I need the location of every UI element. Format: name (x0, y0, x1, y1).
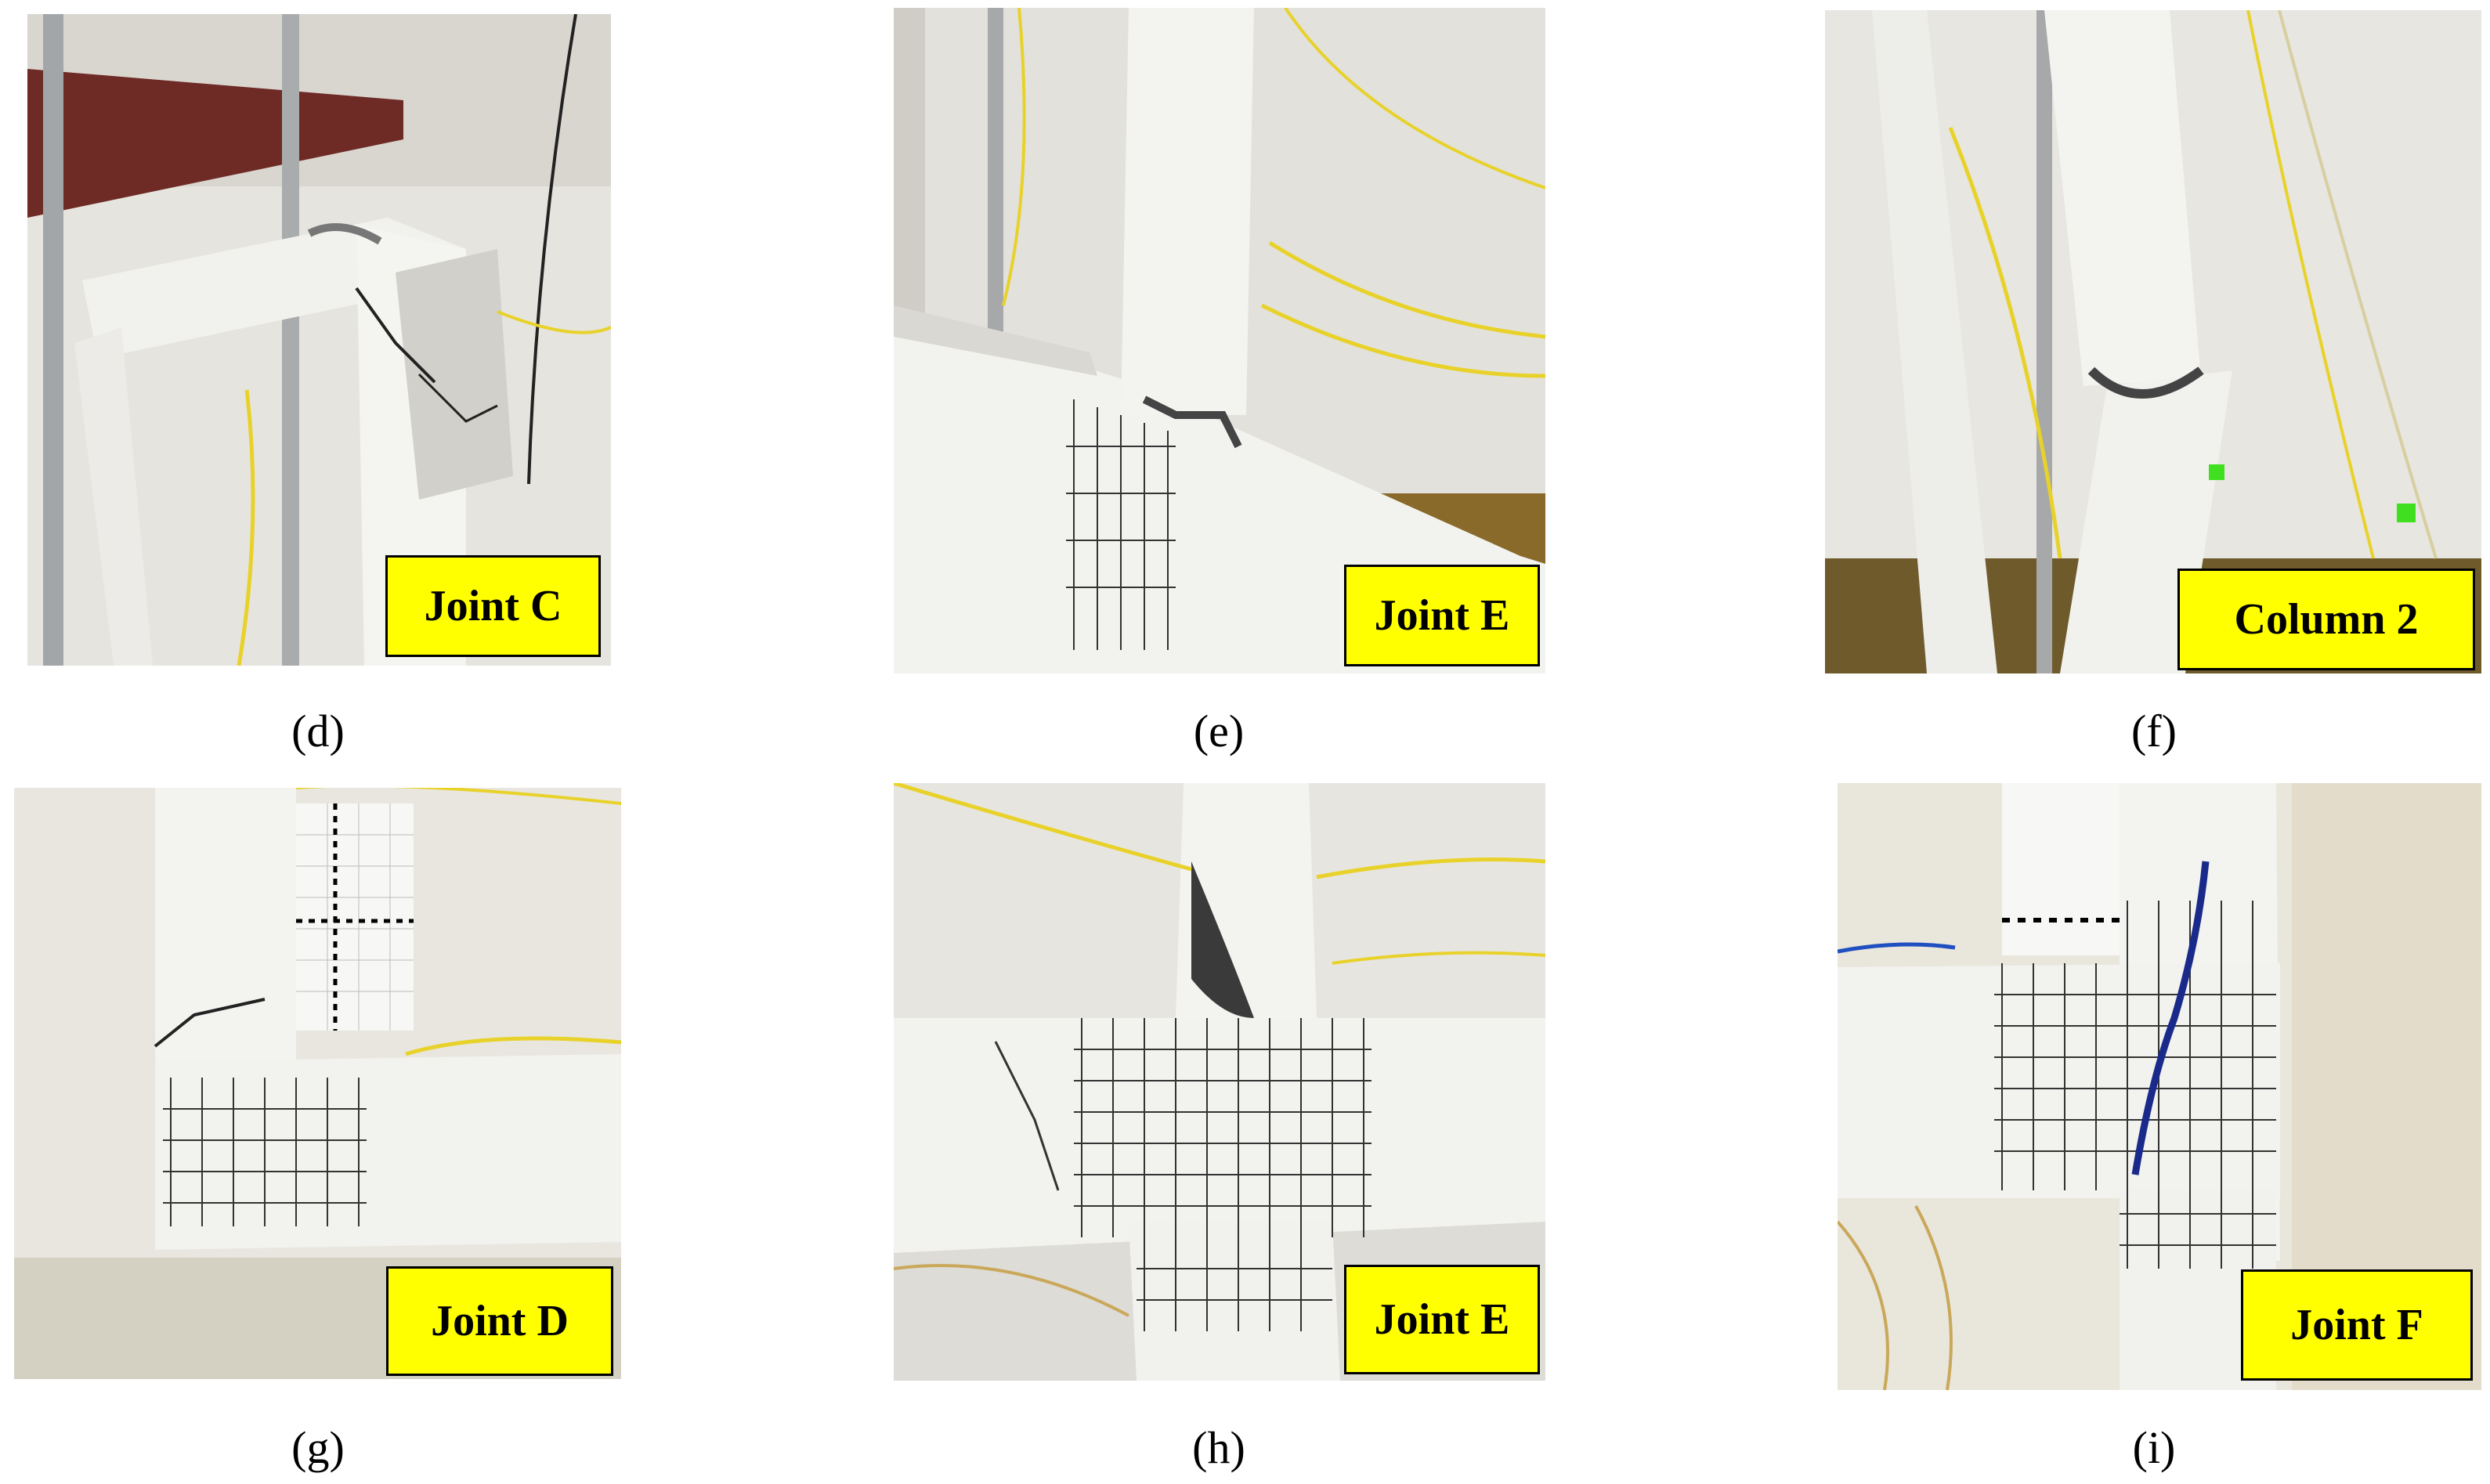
joint-e-photo (894, 8, 1545, 673)
joint-c-photo (27, 14, 611, 666)
joint-e-detail-photo (894, 783, 1545, 1381)
caption-i: (i) (2132, 1422, 2176, 1473)
label-tag: Joint F (2241, 1269, 2473, 1381)
photo-panel-d: Joint C (27, 14, 611, 666)
label-tag: Joint D (386, 1266, 613, 1376)
label-tag: Column 2 (2177, 569, 2475, 670)
label-tag: Joint E (1344, 565, 1540, 666)
caption-g: (g) (291, 1422, 345, 1473)
caption-e: (e) (1193, 706, 1245, 756)
photo-panel-g: Joint D (14, 788, 621, 1379)
caption-h: (h) (1192, 1422, 1245, 1473)
caption-d: (d) (291, 706, 345, 756)
column-2-photo (1825, 10, 2481, 673)
photo-panel-h: Joint E (894, 783, 1545, 1381)
photo-panel-i: Joint F (1838, 783, 2481, 1390)
label-tag: Joint C (385, 555, 601, 657)
label-tag: Joint E (1344, 1265, 1540, 1374)
photo-panel-e: Joint E (894, 8, 1545, 673)
caption-f: (f) (2131, 706, 2177, 756)
joint-d-photo (14, 788, 621, 1379)
photo-panel-f: Column 2 (1825, 10, 2481, 673)
